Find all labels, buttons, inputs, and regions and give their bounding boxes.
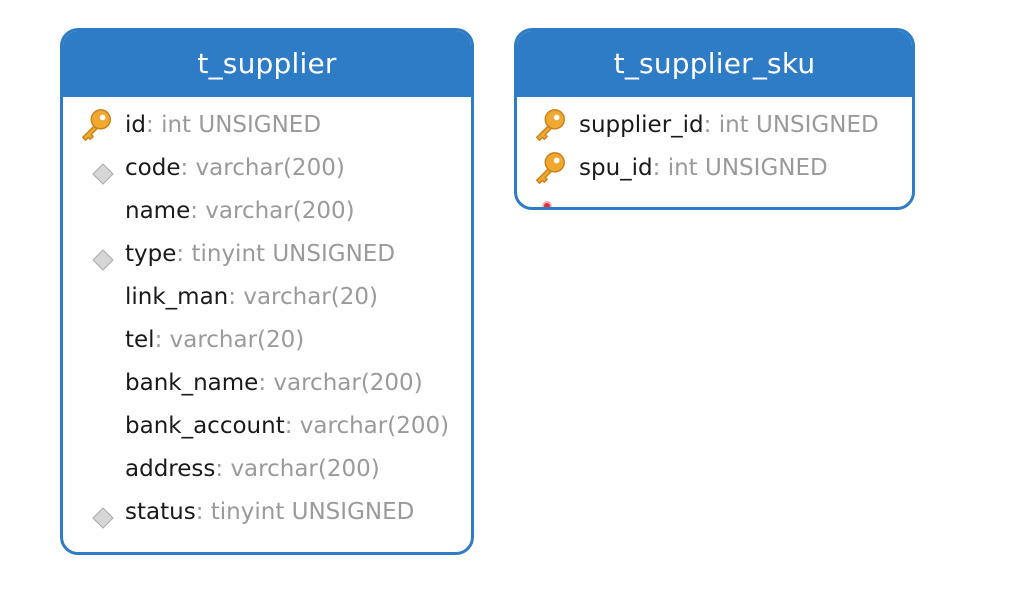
entity-t-supplier-sku[interactable]: t_supplier_sku supplier_id: int UNSIGNED (514, 28, 915, 210)
primary-key-icon (81, 109, 111, 141)
entity-title: t_supplier_sku (517, 31, 912, 97)
field-type: tinyint UNSIGNED (191, 241, 396, 267)
field-name: bank_name (125, 370, 259, 396)
field-name: status (125, 499, 196, 525)
field-name: code (125, 155, 181, 181)
field-type: varchar(200) (273, 370, 423, 396)
field-name: address (125, 456, 216, 482)
field-name: tel (125, 327, 155, 353)
entity-title: t_supplier (63, 31, 471, 97)
field-separator: : (154, 327, 170, 353)
field-separator: : (195, 499, 211, 525)
primary-key-icon (535, 109, 565, 141)
field-name: supplier_id (579, 112, 704, 138)
primary-key-icon (535, 152, 565, 184)
index-diamond-icon (92, 163, 114, 185)
field-type: varchar(200) (205, 198, 355, 224)
field-separator: : (176, 241, 192, 267)
field-type: int UNSIGNED (667, 155, 828, 181)
field-type: varchar(200) (230, 456, 380, 482)
field-name: bank_account (125, 413, 285, 439)
field-type: tinyint UNSIGNED (210, 499, 415, 525)
mouse-cursor-indicator (544, 203, 550, 207)
field-name: name (125, 198, 191, 224)
entity-t-supplier[interactable]: t_supplier id: int UNSIGNED code: varcha… (60, 28, 474, 555)
field-name: type (125, 241, 177, 267)
field-separator: : (652, 155, 668, 181)
field-separator: : (215, 456, 231, 482)
field-type: int UNSIGNED (161, 112, 322, 138)
field-separator: : (284, 413, 300, 439)
field-separator: : (146, 112, 162, 138)
field-name: spu_id (579, 155, 653, 181)
index-diamond-icon (92, 507, 114, 529)
field-type: varchar(20) (243, 284, 378, 310)
index-diamond-icon (92, 249, 114, 271)
field-separator: : (228, 284, 244, 310)
field-separator: : (258, 370, 274, 396)
field-separator: : (190, 198, 206, 224)
field-type: varchar(200) (195, 155, 345, 181)
field-type: int UNSIGNED (718, 112, 879, 138)
field-name: link_man (125, 284, 229, 310)
field-type: varchar(20) (169, 327, 305, 353)
field-separator: : (703, 112, 719, 138)
field-type: varchar(200) (299, 413, 450, 439)
field-separator: : (180, 155, 196, 181)
field-name: id (125, 112, 146, 138)
